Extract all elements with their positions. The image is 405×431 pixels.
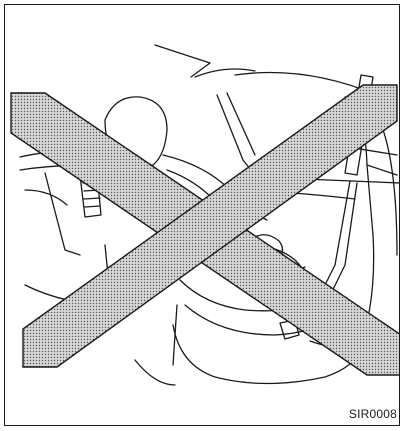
x-stroke-2	[22, 84, 398, 368]
prohibition-x-mark	[10, 84, 399, 376]
figure-code: SIR0008	[348, 407, 397, 421]
windshield-line	[154, 44, 211, 78]
a-pillar	[216, 94, 256, 176]
illustration	[10, 44, 399, 386]
seat-cushion	[172, 324, 366, 385]
figure-frame: SIR0008	[4, 4, 400, 426]
